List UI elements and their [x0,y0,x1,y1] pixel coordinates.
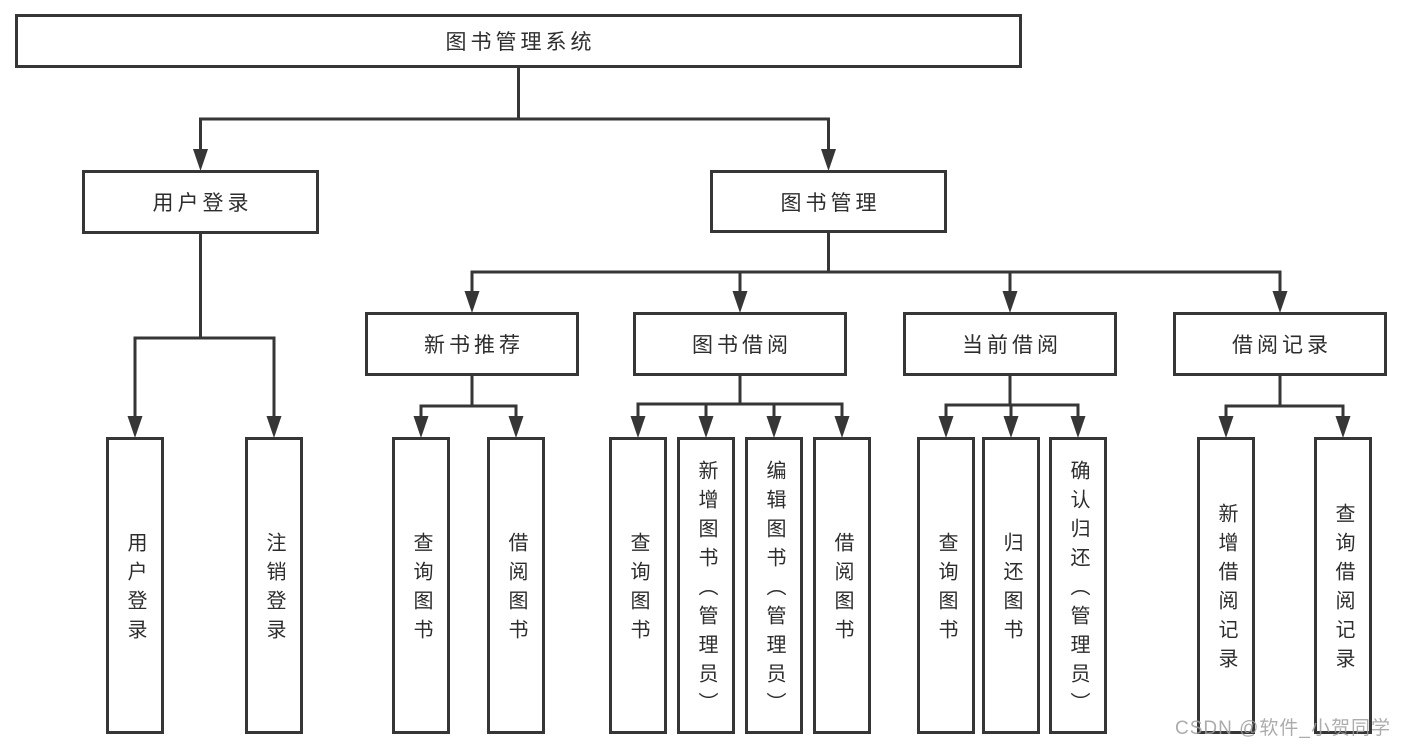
leaf-label: 查询图书 [627,532,649,648]
leaf-label: 查询图书 [410,532,432,648]
leaf-borrow-books: 借阅图书 [813,437,871,734]
leaf-confirm-return-admin: 确认归还（管理员） [1049,437,1107,734]
node-label: 图书管理 [780,191,881,215]
leaf-label: 用户登录 [124,532,146,648]
leaf-user-login: 用户登录 [106,437,164,734]
node-label: 当前借阅 [962,334,1062,357]
leaf-return-books: 归还图书 [982,437,1040,734]
leaf-query-books: 查询图书 [609,437,667,734]
node-library-system: 图书管理系统 [15,14,1022,68]
leaf-label: 借阅图书 [505,532,527,648]
node-new-book-recommend: 新书推荐 [365,312,579,376]
leaf-label: 归还图书 [1000,532,1022,648]
node-book-management: 图书管理 [710,170,947,233]
leaf-label: 新增图书（管理员） [695,459,717,721]
node-label: 图书管理系统 [445,31,596,54]
leaf-label: 借阅图书 [831,532,853,648]
node-user-login: 用户登录 [82,170,319,234]
leaf-edit-books-admin: 编辑图书（管理员） [745,437,803,734]
leaf-add-books-admin: 新增图书（管理员） [677,437,735,734]
leaf-borrow-books: 借阅图书 [487,437,545,734]
node-borrow-records: 借阅记录 [1173,312,1387,376]
leaf-label: 确认归还（管理员） [1067,459,1089,721]
leaf-label: 注销登录 [263,532,285,648]
node-book-borrowing: 图书借阅 [633,312,847,376]
node-label: 图书借阅 [692,334,792,357]
leaf-query-books: 查询图书 [392,437,450,734]
leaf-add-borrow-record: 新增借阅记录 [1197,437,1255,734]
node-label: 借阅记录 [1232,334,1332,357]
leaf-label: 编辑图书（管理员） [763,459,785,721]
leaf-label: 新增借阅记录 [1215,503,1237,677]
leaf-query-books: 查询图书 [917,437,975,734]
node-label: 用户登录 [152,192,253,215]
leaf-label: 查询图书 [935,532,957,648]
leaf-query-borrow-record: 查询借阅记录 [1314,437,1372,734]
node-label: 新书推荐 [424,334,524,357]
csdn-watermark: CSDN @软件_小贺同学 [1175,718,1391,739]
leaf-logout: 注销登录 [245,437,303,734]
leaf-label: 查询借阅记录 [1332,503,1354,677]
node-current-borrowing: 当前借阅 [903,312,1117,376]
